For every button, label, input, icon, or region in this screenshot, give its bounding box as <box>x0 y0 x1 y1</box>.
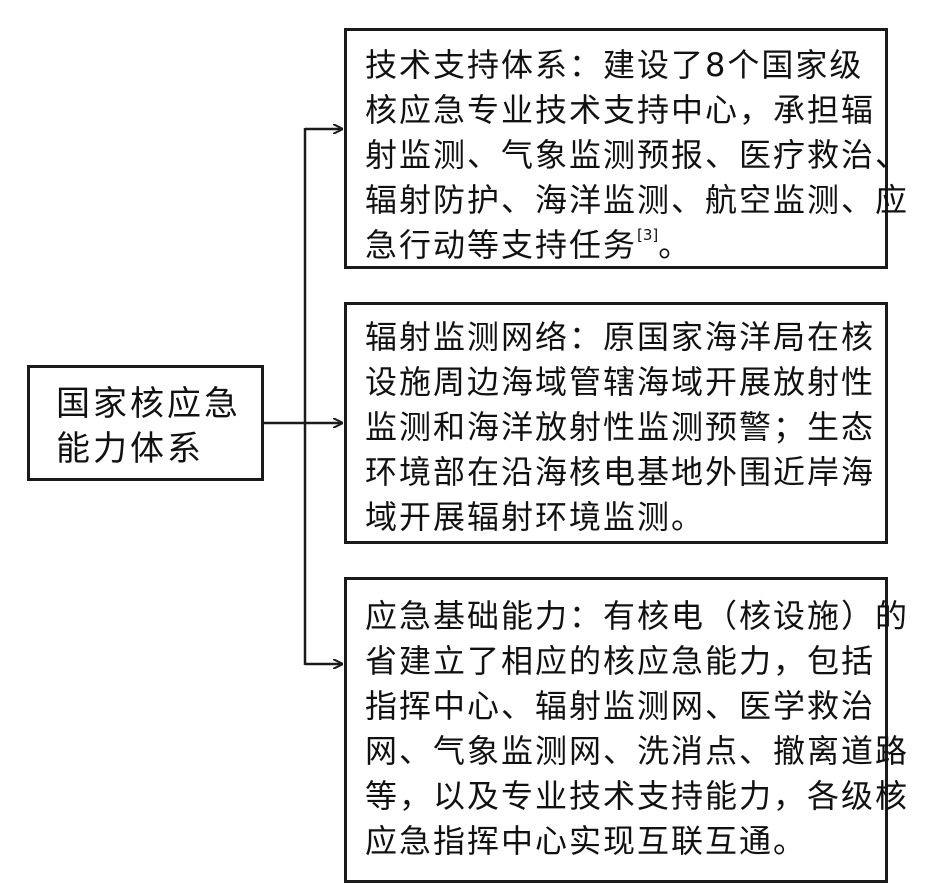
box1-line-5-text: 急行动等支持任务 <box>365 226 638 264</box>
emergency-basic-capability-box: 应急基础能力：有核电（核设施）的 省建立了相应的核应急能力，包括 指挥中心、辐射… <box>344 577 910 883</box>
box2-line-5: 域开展辐射环境监测。 <box>365 498 706 536</box>
box1-line-5: 急行动等支持任务[3]。 <box>365 223 875 268</box>
root-node-line-1: 国家核应急 <box>56 384 241 424</box>
technical-support-box: 技术支持体系：建设了8个国家级 核应急专业技术支持中心，承担辐 射监测、气象监测… <box>344 28 910 269</box>
radiation-monitoring-network-box: 辐射监测网络：原国家海洋局在核 设施周边海域管辖海域开展放射性 监测和海洋放射性… <box>344 302 888 544</box>
box1-line-2: 核应急专业技术支持中心，承担辐 <box>365 91 876 129</box>
root-node-box: 国家核应急 能力体系 <box>27 365 264 481</box>
root-node-line-2: 能力体系 <box>56 429 204 469</box>
box3-line-2: 省建立了相应的核应急能力，包括 <box>365 642 876 680</box>
box1-line-4: 辐射防护、海洋监测、航空监测、应 <box>365 181 910 219</box>
box2-line-3: 监测和海洋放射性监测预警；生态 <box>365 408 876 446</box>
box3-line-6: 应急指挥中心实现互联互通。 <box>365 822 808 860</box>
box2-line-1: 辐射监测网络：原国家海洋局在核 <box>365 318 876 356</box>
box1-line-5-tail: 。 <box>658 226 693 264</box>
box1-line-1: 技术支持体系：建设了8个国家级 <box>365 46 864 84</box>
box2-line-4: 环境部在沿海核电基地外围近岸海 <box>365 453 876 491</box>
box3-line-5: 等，以及专业技术支持能力，各级核 <box>365 777 910 815</box>
box1-line-3: 射监测、气象监测预报、医疗救治、 <box>365 136 910 174</box>
citation-mark: [3] <box>637 226 659 244</box>
box2-line-2: 设施周边海域管辖海域开展放射性 <box>365 363 876 401</box>
box3-line-1: 应急基础能力：有核电（核设施）的 <box>365 597 910 635</box>
box3-line-3: 指挥中心、辐射监测网、医学救治 <box>365 687 876 725</box>
box3-line-4: 网、气象监测网、洗消点、撤离道路 <box>365 732 910 770</box>
